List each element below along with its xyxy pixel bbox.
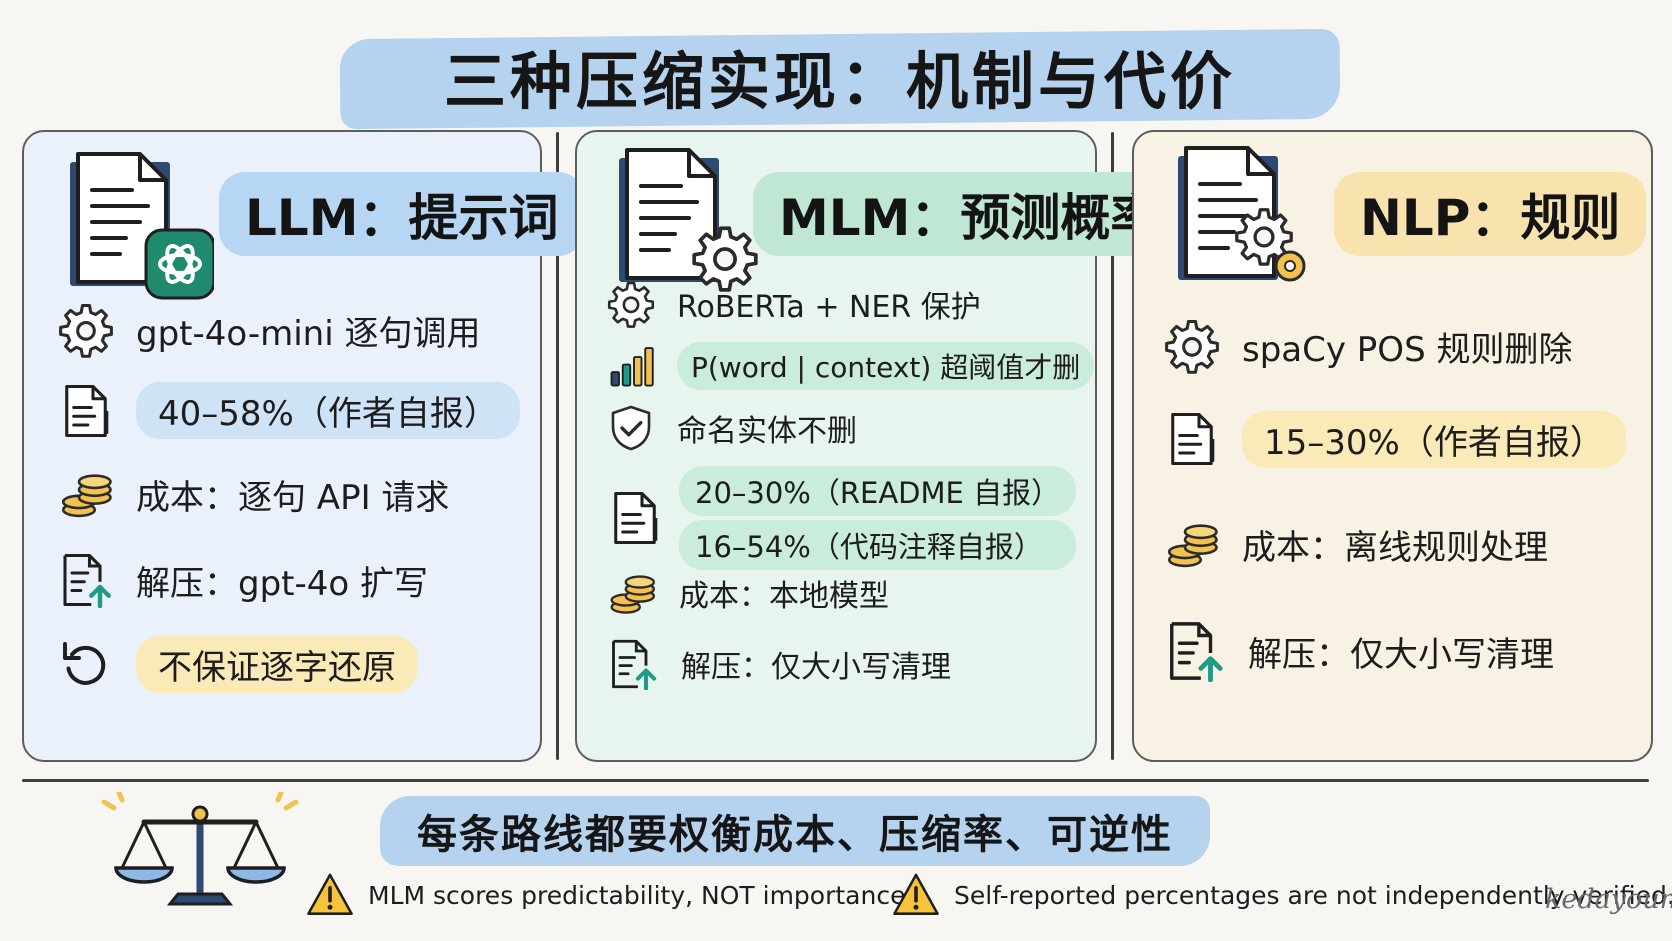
list-item: spaCy POS 规则删除 <box>1164 318 1572 374</box>
row-text: gpt-4o-mini 逐句调用 <box>136 313 481 354</box>
list-item: 15–30%（作者自报） <box>1164 404 1626 474</box>
row-text: 解压：仅大小写清理 <box>681 650 951 685</box>
row-text: 成本：离线规则处理 <box>1242 527 1548 568</box>
list-item: RoBERTa + NER 保护 <box>607 280 981 328</box>
list-item: 解压：gpt-4o 扩写 <box>58 552 428 608</box>
page-title: 三种压缩实现：机制与代价 <box>443 45 1236 118</box>
panel-llm: LLM：提示词 gpt-4o-mini 逐句调用 40–58%（作者自报） 成本… <box>22 130 585 762</box>
row-text-highlight: 20–30%（README 自报） <box>679 466 1077 516</box>
column-divider-right <box>1111 132 1114 760</box>
column-divider-left <box>556 132 559 760</box>
list-item: 成本：逐句 API 请求 <box>58 466 449 522</box>
panel-mlm: MLM：预测概率 RoBERTa + NER 保护 P(word | conte… <box>575 130 1187 762</box>
list-item: 命名实体不删 <box>607 404 857 452</box>
warning-text: Self-reported percentages are not indepe… <box>954 880 1672 910</box>
gear-icon <box>607 280 655 328</box>
row-text: spaCy POS 规则删除 <box>1242 329 1573 370</box>
balance-scale-icon <box>101 792 299 906</box>
coins-icon <box>58 466 114 522</box>
coins-icon <box>1164 516 1220 572</box>
document-gear-icon <box>617 148 758 292</box>
row-text: 解压：gpt-4o 扩写 <box>136 563 429 604</box>
warning-self-reported: Self-reported percentages are not indepe… <box>892 872 1672 918</box>
warning-icon <box>306 872 354 918</box>
panel-title-llm: LLM：提示词 <box>219 172 585 256</box>
row-text-highlight-secondary: 16–54%（代码注释自报） <box>679 520 1077 570</box>
document-icon <box>58 383 114 439</box>
panel-nlp: NLP：规则 spaCy POS 规则删除 15–30%（作者自报） 成本：离线… <box>1132 130 1653 762</box>
panel-title-mlm: MLM：预测概率 <box>753 172 1187 256</box>
document-upload-icon <box>1164 620 1226 682</box>
list-item: 解压：仅大小写清理 <box>607 638 951 690</box>
warning-mlm: MLM scores predictability, NOT importanc… <box>306 872 913 918</box>
author-signature: kedayoung <box>1545 884 1672 915</box>
bottom-banner: 每条路线都要权衡成本、压缩率、可逆性 <box>417 812 1173 858</box>
row-text: RoBERTa + NER 保护 <box>677 290 981 325</box>
document-icon <box>1164 404 1220 474</box>
list-item: 40–58%（作者自报） <box>58 382 520 439</box>
row-text-highlight: 不保证逐字还原 <box>136 636 418 693</box>
document-gears-icon <box>1176 146 1306 282</box>
row-text: 解压：仅大小写清理 <box>1248 634 1554 675</box>
title-banner: 三种压缩实现：机制与代价 <box>339 28 1341 130</box>
list-item: gpt-4o-mini 逐句调用 <box>58 302 480 358</box>
undo-icon <box>58 637 114 693</box>
list-item: 20–30%（README 自报） 16–54%（代码注释自报） <box>607 466 1077 570</box>
bar-chart-icon <box>607 342 655 390</box>
list-item: P(word | context) 超阈值才删 <box>607 342 1095 390</box>
row-text-highlight: 15–30%（作者自报） <box>1242 410 1626 468</box>
list-item: 解压：仅大小写清理 <box>1164 620 1554 682</box>
document-upload-icon <box>607 638 659 690</box>
row-text-highlight: P(word | context) 超阈值才删 <box>677 342 1095 390</box>
bottom-banner-brush <box>380 796 1210 866</box>
warning-icon <box>892 872 940 918</box>
row-text: 成本：逐句 API 请求 <box>136 477 450 518</box>
row-text-highlight: 40–58%（作者自报） <box>136 382 520 439</box>
document-upload-icon <box>58 552 114 608</box>
gear-icon <box>58 302 114 358</box>
warning-text: MLM scores predictability, NOT importanc… <box>368 880 914 910</box>
list-item: 成本：本地模型 <box>607 568 889 618</box>
shield-check-icon <box>607 404 655 452</box>
list-item: 成本：离线规则处理 <box>1164 516 1548 572</box>
document-icon <box>607 483 663 553</box>
gear-icon <box>1164 318 1220 374</box>
row-text: 命名实体不删 <box>677 414 857 449</box>
document-openai-icon <box>68 152 214 300</box>
horizontal-divider <box>22 779 1649 782</box>
panel-title-nlp: NLP：规则 <box>1334 172 1647 256</box>
row-text: 成本：本地模型 <box>679 579 889 614</box>
coins-icon <box>607 568 657 618</box>
list-item: 不保证逐字还原 <box>58 636 418 693</box>
